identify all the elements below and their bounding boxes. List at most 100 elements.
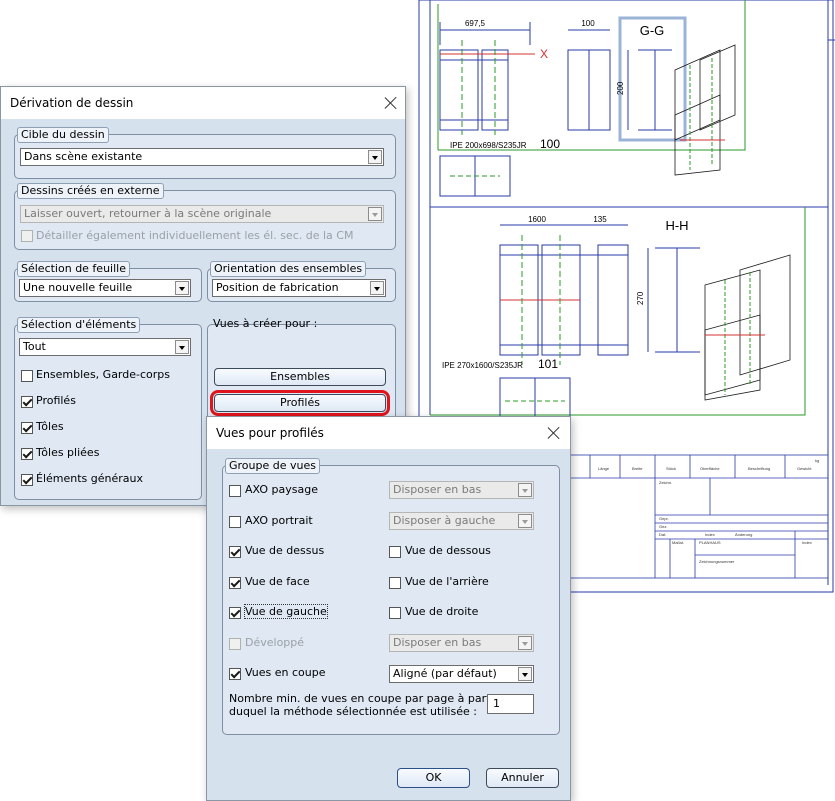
axo-portrait-checkbox[interactable] <box>229 516 241 528</box>
rear-view-checkbox[interactable] <box>389 577 401 589</box>
axo-portrait-select-value: Disposer à gauche <box>393 514 496 527</box>
plates-label: Tôles <box>36 420 64 433</box>
axo-landscape-select[interactable]: Disposer en bas <box>389 481 534 499</box>
dialog-title: Dérivation de dessin <box>10 96 134 110</box>
tb-stueck: Stück <box>666 466 676 471</box>
min-section-views-input[interactable]: 1 <box>487 694 534 714</box>
dim-697: 697,5 <box>465 19 486 28</box>
axo-landscape-label: AXO paysage <box>245 483 318 496</box>
tb-oberflaeche: Oberfläche <box>700 466 720 471</box>
views-group-label: Groupe de vues <box>225 458 320 474</box>
profile-number-101: 101 <box>538 357 558 371</box>
axo-landscape-select-value: Disposer en bas <box>393 483 482 496</box>
chevron-down-icon <box>370 281 384 295</box>
axo-landscape-checkbox[interactable] <box>229 485 241 497</box>
chevron-down-icon <box>518 483 532 497</box>
assemblies-button[interactable]: Ensembles <box>214 368 386 386</box>
detail-individually-label: Détailler également individuellement les… <box>36 229 354 242</box>
axo-portrait-label: AXO portrait <box>245 514 313 527</box>
external-select-value: Laisser ouvert, retourner à la scène ori… <box>24 207 272 220</box>
ok-button[interactable]: OK <box>397 768 470 788</box>
close-icon[interactable] <box>546 425 562 441</box>
section-views-select[interactable]: Aligné (par défaut) <box>389 665 534 683</box>
unfolded-label: Développé <box>245 636 305 649</box>
assemblies-railings-checkbox[interactable] <box>21 370 33 382</box>
bottom-view-label: Vue de dessous <box>405 544 491 557</box>
tb-planhaus: PLANHAUS <box>699 540 721 545</box>
plates-checkbox[interactable] <box>21 422 33 434</box>
chevron-down-icon <box>368 207 382 221</box>
right-view-checkbox[interactable] <box>389 607 401 619</box>
tb-breite: Breite <box>632 466 643 471</box>
front-view-label: Vue de face <box>245 575 310 588</box>
orientation-select[interactable]: Position de fabrication <box>212 279 386 297</box>
dim-100: 100 <box>581 19 595 28</box>
left-view-label: Vue de gauche <box>244 604 328 619</box>
view-label-gg: G-G <box>640 23 665 38</box>
orientation-group-label: Orientation des ensembles <box>210 261 367 277</box>
chevron-down-icon <box>518 667 532 681</box>
views-group-label: Vues à créer pour : <box>213 317 318 330</box>
sheet-select-value: Une nouvelle feuille <box>23 281 133 294</box>
left-view-checkbox[interactable] <box>229 607 241 619</box>
elements-group: Sélection d'éléments Tout Ensembles, Gar… <box>14 317 202 500</box>
chevron-down-icon <box>175 340 189 354</box>
tb-zeichn: Zeichn. <box>659 480 672 485</box>
unfolded-checkbox[interactable] <box>229 638 241 650</box>
tb-kg: kg <box>815 458 819 463</box>
folded-plates-checkbox[interactable] <box>21 448 33 460</box>
chevron-down-icon <box>518 636 532 650</box>
folded-plates-label: Tôles pliées <box>36 446 100 459</box>
target-select-value: Dans scène existante <box>24 150 143 163</box>
dim-1600: 1600 <box>528 215 546 224</box>
tb-beschriftung: Beschriftung <box>748 466 770 471</box>
external-select[interactable]: Laisser ouvert, retourner à la scène ori… <box>20 205 384 223</box>
section-views-select-value: Aligné (par défaut) <box>393 667 497 680</box>
external-group: Dessins créés en externe Laisser ouvert,… <box>14 183 396 250</box>
bottom-view-checkbox[interactable] <box>389 546 401 558</box>
sheet-select[interactable]: Une nouvelle feuille <box>19 279 191 297</box>
profiles-checkbox[interactable] <box>21 396 33 408</box>
sheet-group: Sélection de feuille Une nouvelle feuill… <box>14 261 202 302</box>
unfolded-select[interactable]: Disposer en bas <box>389 634 534 652</box>
chevron-down-icon <box>368 150 382 164</box>
profiles-label: Profilés <box>36 394 76 407</box>
dialog-title: Vues pour profilés <box>216 426 324 440</box>
target-group-label: Cible du dessin <box>17 127 109 143</box>
orientation-select-value: Position de fabrication <box>216 281 339 294</box>
sheet-group-label: Sélection de feuille <box>17 261 130 277</box>
tb-zeichnr: Zeichnungsnummer <box>699 559 735 564</box>
dim-270: 270 <box>636 291 645 305</box>
target-select[interactable]: Dans scène existante <box>20 148 384 166</box>
dim-135: 135 <box>593 215 607 224</box>
tb-gez: Gez. <box>659 524 667 529</box>
axo-portrait-select[interactable]: Disposer à gauche <box>389 512 534 530</box>
section-views-checkbox[interactable] <box>229 668 241 680</box>
target-group: Cible du dessin Dans scène existante <box>14 127 396 179</box>
dim-200: 200 <box>616 81 625 95</box>
tb-gewicht: Gewicht <box>797 466 812 471</box>
external-group-label: Dessins créés en externe <box>17 183 164 199</box>
profiles-views-button[interactable]: Profilés <box>210 390 390 416</box>
elements-select[interactable]: Tout <box>19 338 191 356</box>
top-view-checkbox[interactable] <box>229 546 241 558</box>
tb-index-2: Index <box>802 540 812 545</box>
close-icon[interactable] <box>383 95 399 111</box>
view-label-hh: H-H <box>665 218 688 233</box>
general-elements-checkbox[interactable] <box>21 474 33 486</box>
min-section-views-label: Nombre min. de vues en coupe par page à … <box>229 692 498 718</box>
min-section-views-label-line2: duquel la méthode sélectionnée est utili… <box>229 705 477 718</box>
front-view-checkbox[interactable] <box>229 577 241 589</box>
tb-maszst: Maßst. <box>672 540 684 545</box>
profile-views-dialog: Vues pour profilés Groupe de vues AXO pa… <box>206 416 571 801</box>
cancel-button[interactable]: Annuler <box>486 768 559 788</box>
rear-view-label: Vue de l'arrière <box>405 575 489 588</box>
tb-laenge: Länge <box>598 466 610 471</box>
min-section-views-label-line1: Nombre min. de vues en coupe par page à … <box>229 692 498 705</box>
views-group-box: Groupe de vues AXO paysage Disposer en b… <box>222 458 560 735</box>
top-view-label: Vue de dessus <box>245 544 325 557</box>
svg-text:X: X <box>540 47 548 61</box>
general-elements-label: Éléments généraux <box>36 472 144 485</box>
detail-individually-checkbox[interactable] <box>21 230 33 242</box>
